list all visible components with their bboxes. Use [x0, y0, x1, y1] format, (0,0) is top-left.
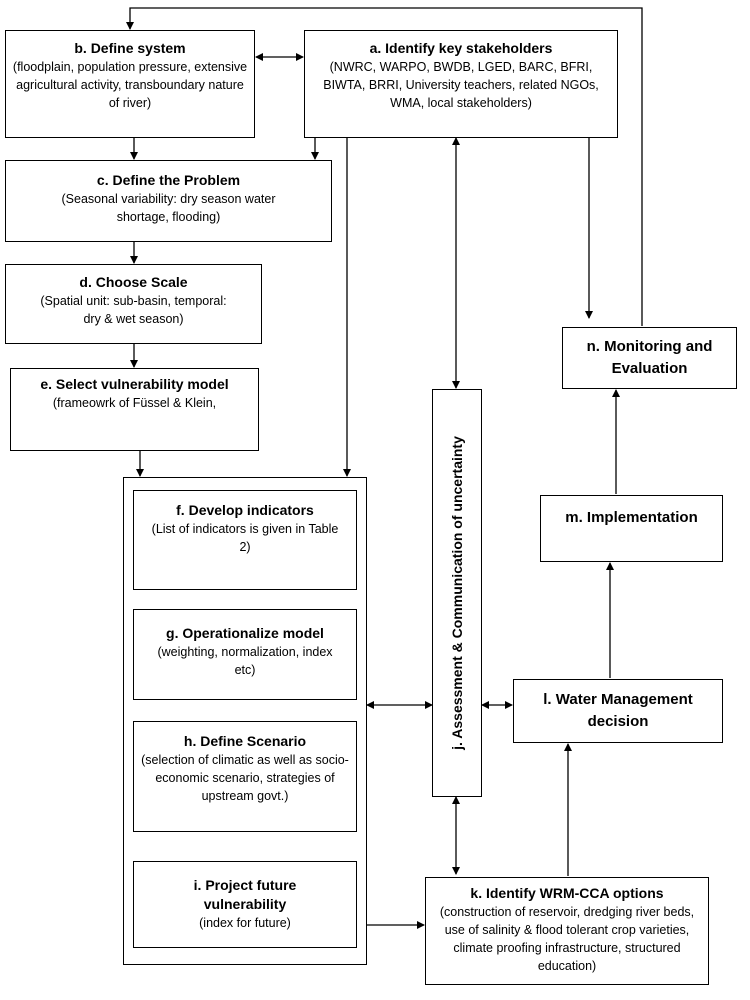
node-c-define-problem: c. Define the Problem (Seasonal variabil…	[5, 160, 332, 242]
node-title: f. Develop indicators	[176, 502, 314, 518]
node-f-develop-indicators: f. Develop indicators (List of indicator…	[133, 490, 357, 590]
node-title: d. Choose Scale	[79, 274, 188, 290]
node-title: a. Identify key stakeholders	[369, 40, 553, 56]
node-title: h. Define Scenario	[183, 733, 307, 749]
node-title: i. Project future vulnerability	[193, 877, 297, 912]
node-title: g. Operationalize model	[166, 625, 324, 641]
node-j-label: j. Assessment & Communication of uncerta…	[449, 436, 465, 750]
arrow-n-to-b	[126, 7, 643, 326]
node-n-monitoring-evaluation: n. Monitoring and Evaluation	[562, 327, 737, 389]
node-description: (construction of reservoir, dredging riv…	[439, 905, 695, 973]
node-e-select-vulnerability-model: e. Select vulnerability model (frameowrk…	[10, 368, 259, 451]
node-description: (NWRC, WARPO, BWDB, LGED, BARC, BFRI, BI…	[323, 60, 599, 110]
node-description: (weighting, normalization, index etc)	[157, 645, 333, 677]
node-title: b. Define system	[74, 40, 186, 56]
node-title: l. Water Management decision	[543, 691, 693, 730]
node-k-identify-wrm-cca-options: k. Identify WRM-CCA options (constructio…	[425, 877, 709, 985]
node-title: e. Select vulnerability model	[40, 376, 229, 392]
node-i-project-future-vulnerability: i. Project future vulnerability (index f…	[133, 861, 357, 948]
node-h-define-scenario: h. Define Scenario (selection of climati…	[133, 721, 357, 832]
node-title: c. Define the Problem	[96, 172, 241, 188]
node-title: k. Identify WRM-CCA options	[470, 885, 664, 901]
node-title: n. Monitoring and Evaluation	[586, 338, 713, 377]
node-description: (index for future)	[199, 916, 291, 930]
node-g-operationalize-model: g. Operationalize model (weighting, norm…	[133, 609, 357, 700]
node-a-identify-stakeholders: a. Identify key stakeholders (NWRC, WARP…	[304, 30, 618, 138]
node-description: (Seasonal variability: dry season water …	[61, 192, 276, 224]
node-j-assessment-uncertainty	[432, 389, 482, 797]
node-title: m. Implementation	[565, 509, 698, 526]
node-description: (floodplain, population pressure, extens…	[12, 60, 248, 110]
node-description: (frameowrk of Füssel & Klein,	[52, 396, 217, 410]
node-l-water-management-decision: l. Water Management decision	[513, 679, 723, 743]
node-d-choose-scale: d. Choose Scale (Spatial unit: sub-basin…	[5, 264, 262, 344]
node-b-define-system: b. Define system (floodplain, population…	[5, 30, 255, 138]
node-description: (List of indicators is given in Table 2)	[151, 522, 339, 554]
node-m-implementation: m. Implementation	[540, 495, 723, 562]
node-description: (selection of climatic as well as socio-…	[141, 753, 349, 803]
node-description: (Spatial unit: sub-basin, temporal: dry …	[40, 294, 227, 326]
